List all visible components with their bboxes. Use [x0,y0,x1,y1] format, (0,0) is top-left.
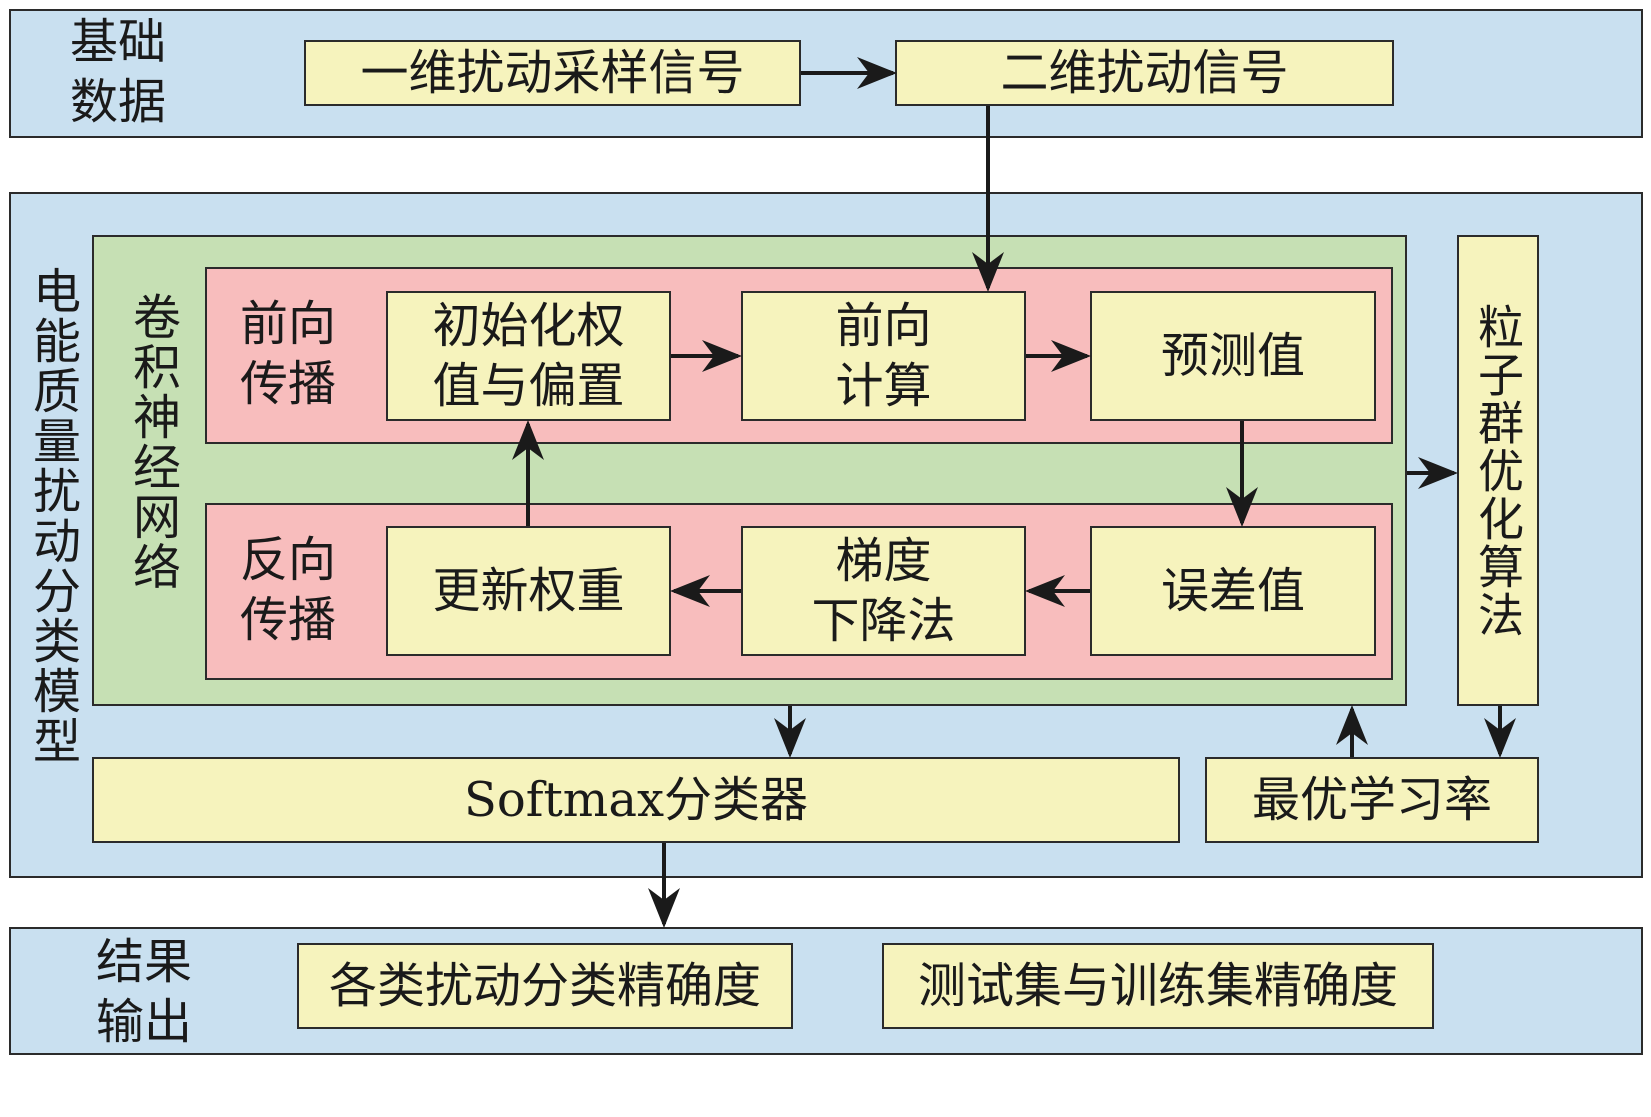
init-weights-box: 初始化权 值与偏置 [386,291,671,421]
pso-box: 粒子群优化算法 [1457,235,1539,706]
test-train-accuracy-box: 测试集与训练集精确度 [882,943,1434,1029]
basic-data-section [9,9,1643,138]
best-learning-rate-box: 最优学习率 [1205,757,1539,843]
one-dim-signal-box: 一维扰动采样信号 [304,40,801,106]
error-box: 误差值 [1090,526,1376,656]
model-label: 电能质量扰动分类模型 [24,266,80,766]
forward-propagation-label: 前向 传播 [240,296,337,412]
backward-propagation-label: 反向 传播 [240,532,337,648]
per-class-accuracy-box: 各类扰动分类精确度 [297,943,793,1029]
gradient-descent-box: 梯度 下降法 [741,526,1026,656]
forward-compute-box: 前向 计算 [741,291,1026,421]
cnn-label: 卷积神经网络 [124,292,180,592]
two-dim-signal-box: 二维扰动信号 [895,40,1394,106]
update-weights-box: 更新权重 [386,526,671,656]
prediction-box: 预测值 [1090,291,1376,421]
basic-data-label: 基础 数据 [70,14,167,130]
softmax-box: Softmax分类器 [92,757,1180,843]
results-label: 结果 输出 [96,934,193,1050]
